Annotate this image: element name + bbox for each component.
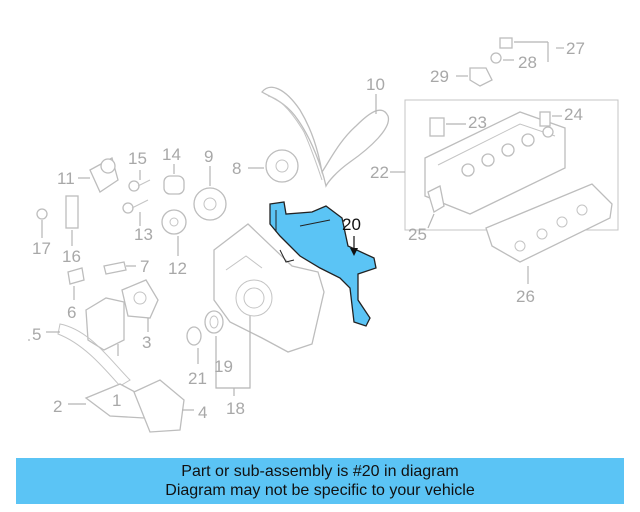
- callout-15: 15: [128, 149, 147, 168]
- callout-20: 20: [342, 215, 361, 234]
- bracket-25: [427, 185, 445, 229]
- tensioner-11: [78, 157, 119, 193]
- callout-1: 1: [112, 391, 121, 410]
- callout-3: 3: [142, 333, 151, 352]
- callout-16: 16: [62, 247, 81, 266]
- info-banner: Part or sub-assembly is #20 in diagram D…: [16, 458, 624, 504]
- callout-20-arrow: [350, 248, 358, 256]
- clip-7: [103, 261, 136, 275]
- callout-17: 17: [32, 239, 51, 258]
- banner-line-2: Diagram may not be specific to your vehi…: [165, 482, 475, 499]
- callout-14: 14: [162, 145, 181, 164]
- callout-26: 26: [516, 287, 535, 306]
- callout-10: 10: [366, 75, 385, 94]
- highlighted-timing-cover-20: [269, 201, 377, 327]
- clip-6: [67, 267, 85, 300]
- sprocket-9: [193, 166, 227, 221]
- parts-diagram: 1 2 3 4 5 6 7 8 9 10 11 12 13 14 15 16 1…: [28, 37, 619, 433]
- bolt-15: [128, 170, 151, 192]
- pulley-12: [161, 209, 187, 256]
- cylinder-head-cover: [404, 99, 619, 231]
- callout-28: 28: [518, 53, 537, 72]
- lower-cover-4: [133, 379, 194, 433]
- callout-27: 27: [566, 39, 585, 58]
- seal-19: [204, 310, 224, 334]
- callout-25: 25: [408, 225, 427, 244]
- bolt-17: [36, 208, 48, 238]
- callout-23: 23: [468, 113, 487, 132]
- seal-27: [499, 37, 549, 62]
- banner-line-1: Part or sub-assembly is #20 in diagram: [181, 463, 459, 480]
- callout-13: 13: [134, 225, 153, 244]
- washer-28: [490, 52, 514, 64]
- cover-1: [85, 297, 125, 356]
- callout-4: 4: [198, 403, 207, 422]
- bush-14: [163, 164, 185, 195]
- bracket-18-19-lead: [215, 316, 251, 389]
- bolt-24: [539, 111, 562, 127]
- sprocket-8: [248, 149, 299, 183]
- callout-6: 6: [67, 303, 76, 322]
- callout-5: 5: [32, 325, 41, 344]
- callout-24: 24: [564, 105, 583, 124]
- cover-gasket: [485, 183, 613, 263]
- bolt-23: [429, 117, 466, 137]
- front-cover: [213, 223, 325, 353]
- bolt-13: [122, 199, 149, 226]
- sensor-29: [456, 67, 493, 87]
- callout-7: 7: [140, 257, 149, 276]
- callout-18: 18: [226, 399, 245, 418]
- callout-21: 21: [188, 369, 207, 388]
- callout-12: 12: [168, 259, 187, 278]
- callout-22: 22: [370, 163, 389, 182]
- callout-2: 2: [53, 397, 62, 416]
- guide-3: [121, 279, 159, 332]
- timing-belt: [261, 86, 390, 188]
- callout-19: 19: [214, 357, 233, 376]
- callout-8: 8: [232, 159, 241, 178]
- callout-29: 29: [430, 67, 449, 86]
- callout-9: 9: [204, 147, 213, 166]
- seal-21: [186, 326, 202, 364]
- callout-11: 11: [57, 169, 75, 188]
- stud-16: [65, 195, 79, 246]
